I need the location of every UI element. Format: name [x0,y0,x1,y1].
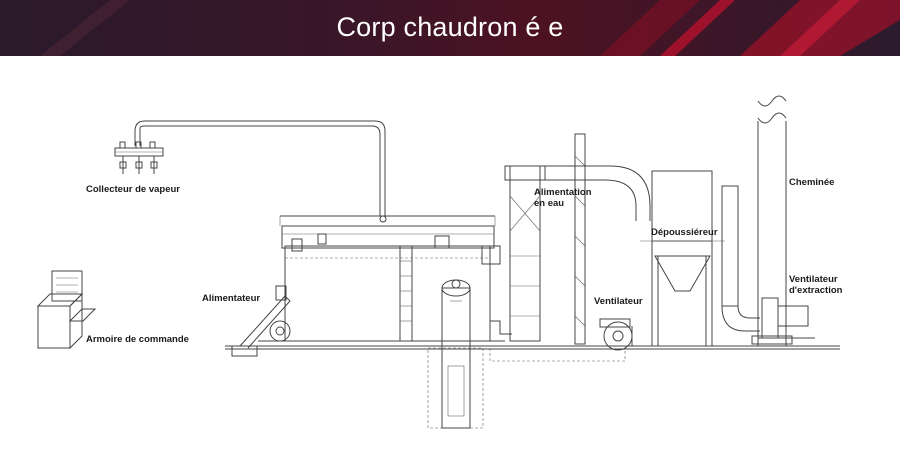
label-water-supply-line2: en eau [534,198,565,209]
water-supply-tower-drawing [504,165,546,342]
label-extraction-fan-line2: d'extraction [789,285,843,296]
boiler-body-drawing [258,215,505,342]
control-cabinet-drawing [36,270,97,350]
label-dust-collector: Dépoussiéreur [651,227,718,238]
label-extraction-fan-line1: Ventilateur [789,274,838,285]
steam-collector-drawing [114,120,387,223]
wall-drawing [574,133,586,345]
title-banner: Corp chaudron é e [0,0,900,56]
fan-drawing [599,318,633,351]
label-chimney: Cheminée [789,177,835,188]
banner-decoration [40,0,900,56]
page-title: Corp chaudron é e [336,12,564,42]
dust-collector-drawing [640,170,725,346]
label-feeder: Alimentateur [202,293,261,304]
chimney-drawing [751,95,793,346]
extraction-duct-drawing [721,185,760,332]
label-control-cabinet: Armoire de commande [86,334,189,345]
feeder-drawing [231,285,291,357]
schematic-drawing [36,95,840,429]
boiler-diagram: Collecteur de vapeur Armoire de commande… [0,56,900,444]
label-water-supply-line1: Alimentation [534,187,592,198]
label-steam-collector: Collecteur de vapeur [86,184,180,195]
label-fan: Ventilateur [594,296,643,307]
burner-pit-drawing [427,279,484,429]
